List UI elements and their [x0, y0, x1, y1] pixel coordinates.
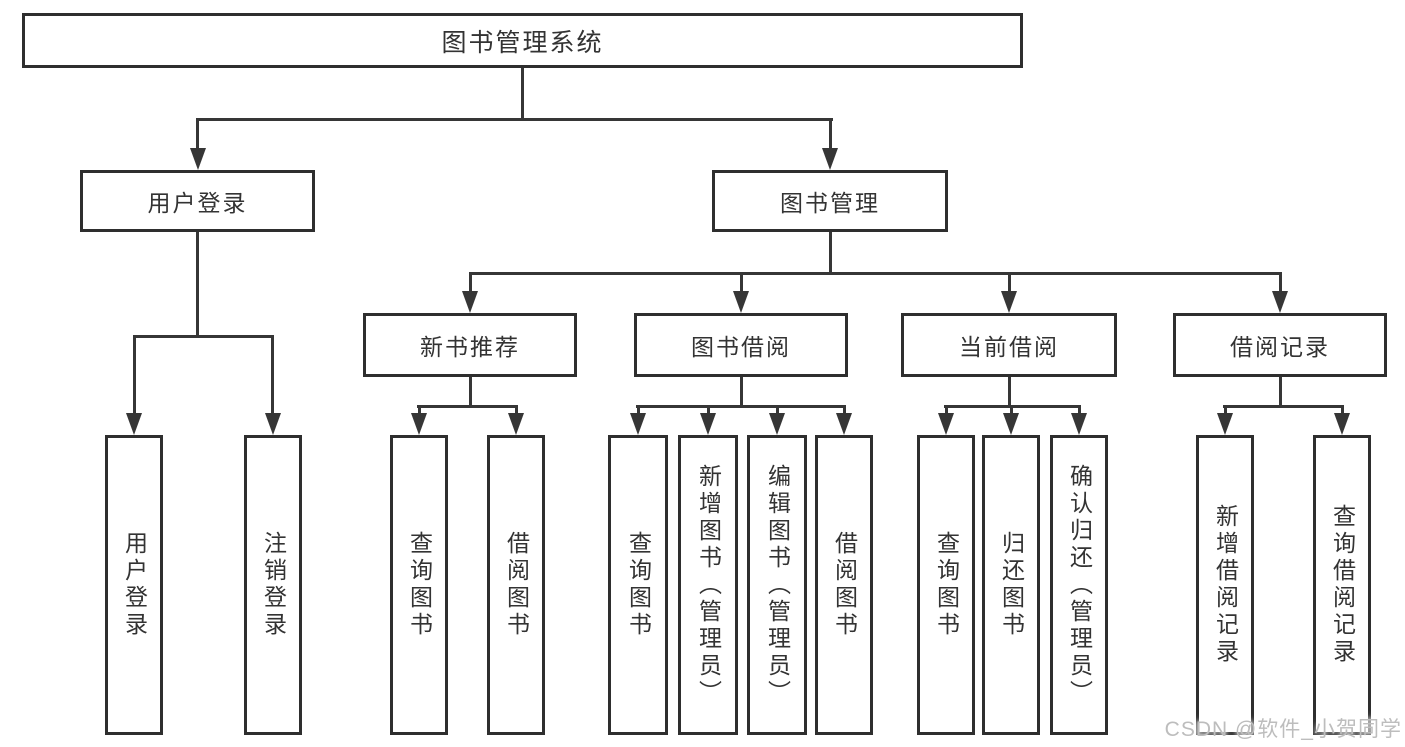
arrow-down-icon	[508, 413, 524, 435]
arrow-down-icon	[462, 291, 478, 313]
connector-user-login-bar	[133, 335, 274, 338]
connector-borrowing-bar	[636, 405, 846, 408]
arrow-down-icon	[700, 413, 716, 435]
connector-book-mgmt-bar	[469, 272, 1282, 275]
node-edit-books-admin: 编辑图书（管理员）	[747, 435, 807, 735]
node-book-borrowing: 图书借阅	[634, 313, 848, 377]
connector-records-stem	[1279, 377, 1282, 408]
csdn-watermark: CSDN @软件_小贺同学	[1164, 718, 1402, 741]
connector-shaft	[740, 272, 743, 293]
connector-shaft	[469, 272, 472, 293]
node-query-borrow-record: 查询借阅记录	[1313, 435, 1371, 735]
arrow-down-icon	[769, 413, 785, 435]
node-current-borrowing: 当前借阅	[901, 313, 1117, 377]
arrow-down-icon	[733, 291, 749, 313]
connector-user-login-stem	[196, 232, 199, 338]
connector-shaft	[776, 405, 779, 415]
arrow-down-icon	[836, 413, 852, 435]
connector-shaft	[515, 405, 518, 415]
node-borrowing-records: 借阅记录	[1173, 313, 1387, 377]
connector-shaft	[196, 118, 199, 152]
arrow-down-icon	[1071, 413, 1087, 435]
connector-shaft	[829, 118, 832, 152]
node-add-borrow-record: 新增借阅记录	[1196, 435, 1254, 735]
arrow-down-icon	[1001, 291, 1017, 313]
arrow-down-icon	[126, 413, 142, 435]
connector-shaft	[418, 405, 421, 415]
connector-shaft	[1008, 272, 1011, 293]
node-library-management-system: 图书管理系统	[22, 13, 1023, 68]
arrow-down-icon	[1272, 291, 1288, 313]
connector-shaft	[1279, 272, 1282, 293]
connector-current-stem	[1008, 377, 1011, 408]
connector-shaft	[1224, 405, 1227, 415]
node-query-books-2: 查询图书	[608, 435, 668, 735]
connector-recommend-bar	[417, 405, 518, 408]
connector-shaft	[133, 335, 136, 415]
arrow-down-icon	[822, 148, 838, 170]
node-add-books-admin: 新增图书（管理员）	[678, 435, 738, 735]
connector-shaft	[945, 405, 948, 415]
node-confirm-return-admin: 确认归还（管理员）	[1050, 435, 1108, 735]
arrow-down-icon	[1003, 413, 1019, 435]
connector-shaft	[1078, 405, 1081, 415]
connector-records-bar	[1223, 405, 1344, 408]
node-borrow-books-1: 借阅图书	[487, 435, 545, 735]
node-return-books: 归还图书	[982, 435, 1040, 735]
node-query-books-1: 查询图书	[390, 435, 448, 735]
connector-borrowing-stem	[740, 377, 743, 408]
connector-shaft	[637, 405, 640, 415]
connector-shaft	[271, 335, 274, 415]
node-logout-action: 注销登录	[244, 435, 302, 735]
node-user-login-action: 用户登录	[105, 435, 163, 735]
connector-shaft	[1341, 405, 1344, 415]
node-user-login-module: 用户登录	[80, 170, 315, 232]
arrow-down-icon	[630, 413, 646, 435]
connector-book-mgmt-stem	[829, 232, 832, 275]
node-new-book-recommend: 新书推荐	[363, 313, 577, 377]
arrow-down-icon	[1217, 413, 1233, 435]
arrow-down-icon	[265, 413, 281, 435]
node-book-management-module: 图书管理	[712, 170, 948, 232]
arrow-down-icon	[1334, 413, 1350, 435]
connector-recommend-stem	[469, 377, 472, 408]
connector-shaft	[843, 405, 846, 415]
node-query-books-3: 查询图书	[917, 435, 975, 735]
connector-root-stem	[521, 68, 524, 120]
arrow-down-icon	[411, 413, 427, 435]
node-borrow-books-2: 借阅图书	[815, 435, 873, 735]
arrow-down-icon	[938, 413, 954, 435]
connector-root-bar	[196, 118, 833, 121]
connector-shaft	[707, 405, 710, 415]
arrow-down-icon	[190, 148, 206, 170]
connector-shaft	[1010, 405, 1013, 415]
